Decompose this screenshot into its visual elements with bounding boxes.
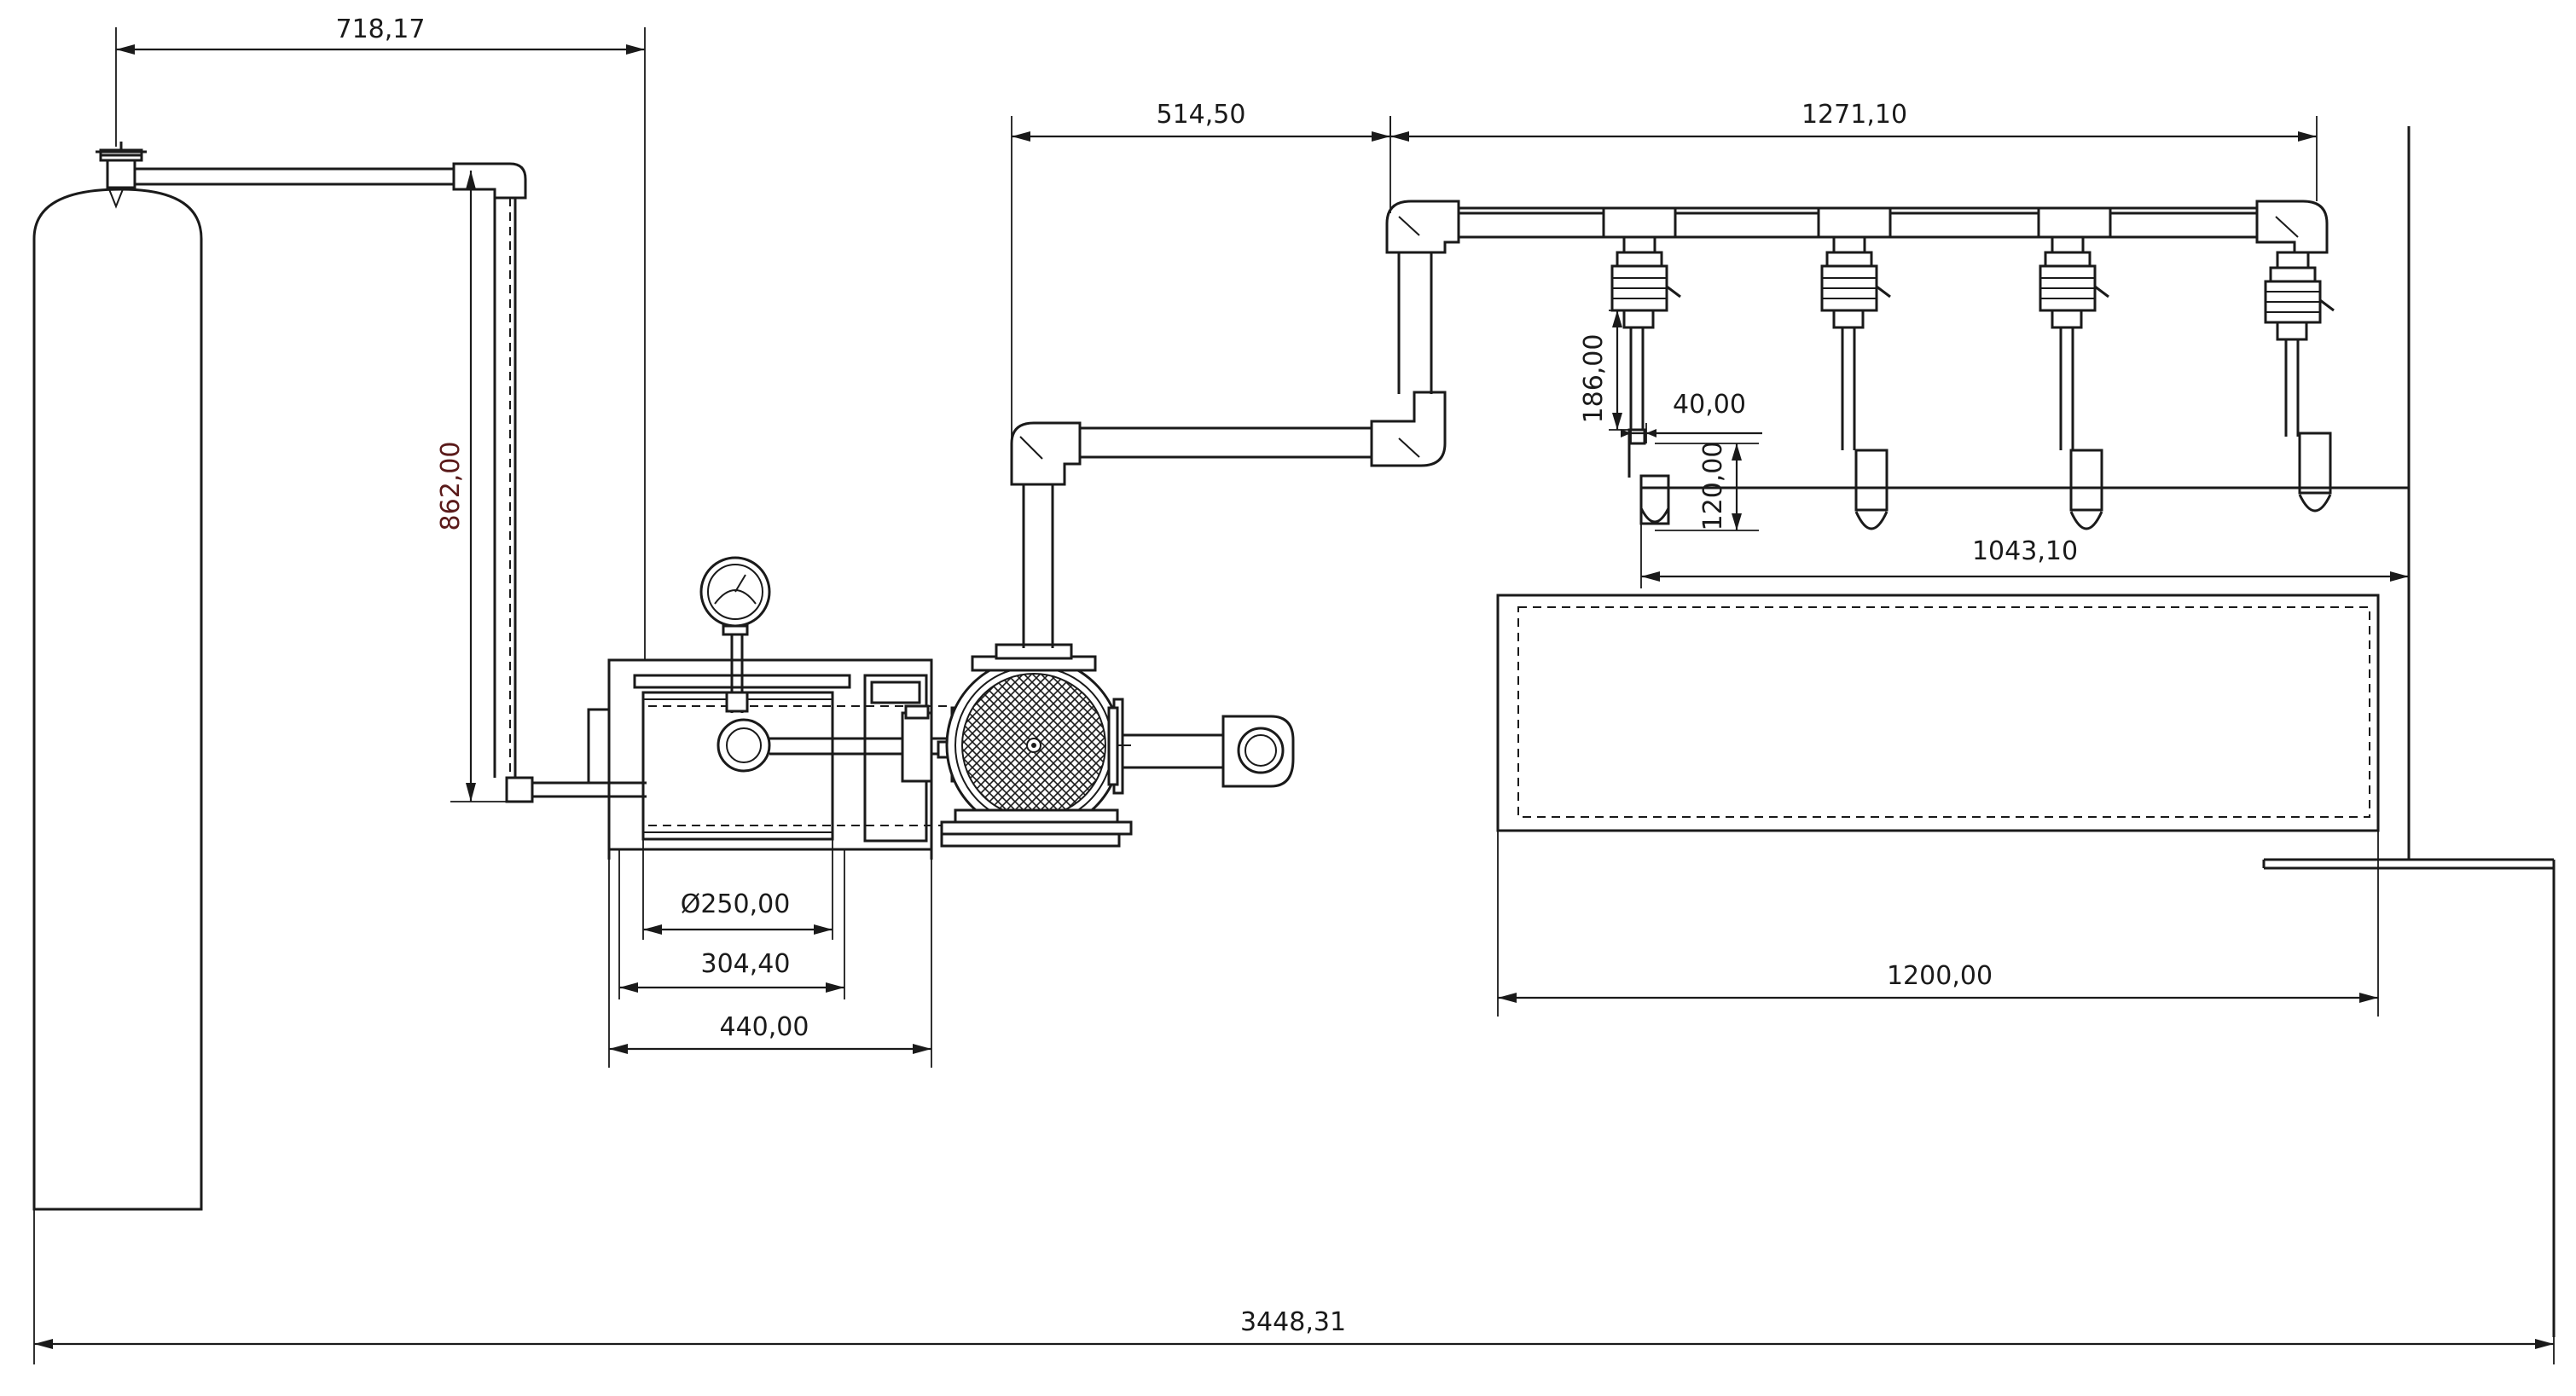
nozzle-assembly-4 xyxy=(2264,251,2335,513)
right-wall xyxy=(2262,126,2556,1337)
dimension-vessel-width: 304,40 xyxy=(618,849,845,999)
dimension-tank-length: 1200,00 xyxy=(1498,961,2378,1003)
dimension-label-1200: 1200,00 xyxy=(1887,961,1993,991)
dimension-label-3448: 3448,31 xyxy=(1240,1307,1346,1337)
manifold-pipe xyxy=(1459,200,2329,254)
dimension-vessel-diameter: Ø250,00 xyxy=(642,839,833,940)
dimension-label-1043: 1043,10 xyxy=(1972,536,2078,566)
dimension-label-120: 120,00 xyxy=(1698,442,1728,531)
dimension-nozzle-span: 1043,10 xyxy=(1640,478,2410,588)
pressure-vessel-unit xyxy=(587,658,952,860)
dimension-label-304: 304,40 xyxy=(701,949,791,979)
cylinder-valve xyxy=(96,142,147,189)
dimension-label-186: 186,00 xyxy=(1579,334,1609,424)
dimension-nozzle-height: 120,00 xyxy=(1655,442,1759,531)
nozzle-assembly-1 xyxy=(1610,235,1681,525)
dimension-label-1271: 1271,10 xyxy=(1801,100,1907,130)
dimension-label-514: 514,50 xyxy=(1157,100,1246,130)
water-tank xyxy=(1496,594,2380,1017)
pump-motor xyxy=(937,643,1133,848)
dimension-base-width: 440,00 xyxy=(608,860,932,1068)
nozzle-assembly-2 xyxy=(1820,235,1891,530)
nozzle-assembly-3 xyxy=(2039,235,2109,530)
dimension-label-250: Ø250,00 xyxy=(681,889,791,919)
dimension-manifold-length: 1271,10 xyxy=(1390,100,2318,201)
dimension-top-left: 718,17 xyxy=(115,14,646,660)
riser-pipe xyxy=(1010,200,1460,648)
dimension-label-862: 862,00 xyxy=(436,442,466,531)
gas-cylinder xyxy=(32,188,203,1211)
dimension-label-40: 40,00 xyxy=(1673,390,1746,420)
dimension-total-length: 3448,31 xyxy=(33,1209,2555,1364)
dimension-label-440: 440,00 xyxy=(720,1012,809,1042)
supply-pipe xyxy=(135,162,647,803)
dimension-drop-length: 186,00 xyxy=(1579,310,1646,431)
dimension-supply-height: 862,00 xyxy=(436,171,507,802)
dimension-label-718: 718,17 xyxy=(336,14,426,44)
pump-outlet-pipe xyxy=(1123,715,1295,788)
pressure-gauge xyxy=(699,556,771,713)
dimension-elbow-offset: 514,50 xyxy=(1011,100,1391,452)
dimension-nozzle-offset: 40,00 xyxy=(1621,390,1762,443)
